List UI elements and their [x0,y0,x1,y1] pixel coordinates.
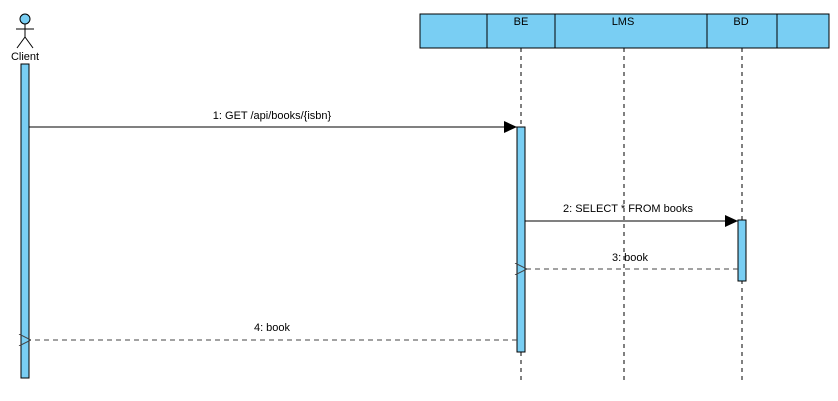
message-1-label: 1: GET /api/books/{isbn} [213,110,332,122]
activation-be [516,126,526,353]
participant-be-box[interactable] [486,13,556,49]
participant-lms-box[interactable] [554,13,708,49]
participant-bd-label: BD [733,16,748,28]
message-4-label: 4: book [254,322,291,334]
participant-be-label: BE [514,16,529,28]
participant-lms-label: LMS [612,16,635,28]
message-3[interactable]: 3: book [526,252,738,269]
stick-figure-icon [16,13,34,49]
message-2[interactable]: 2: SELECT * FROM books [525,203,738,227]
header-cell-right [776,13,830,49]
participant-header: BE LMS BD [419,13,830,49]
message-2-label: 2: SELECT * FROM books [563,203,694,215]
activation-client [20,63,30,379]
header-cell-left [419,13,488,49]
message-3-label: 3: book [612,252,649,264]
actor-client[interactable]: Client [11,13,39,63]
activation-bd [737,219,747,282]
message-1[interactable]: 1: GET /api/books/{isbn} [29,110,517,133]
actor-client-label: Client [11,51,39,63]
message-4[interactable]: 4: book [30,322,517,340]
